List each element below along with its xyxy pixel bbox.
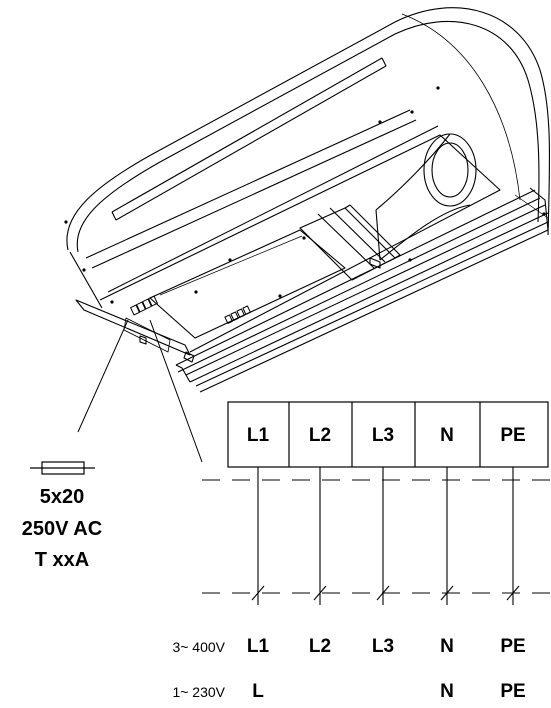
terminal-label-n: N [440,425,454,446]
terminal-block-icon [130,295,158,316]
conductor-label: N [440,636,454,657]
conductor-label: N [440,681,454,702]
terminal-label-l3: L3 [372,425,394,446]
terminal-label-pe: PE [500,425,525,446]
conductor-label: L [252,681,264,702]
fuse-icon [30,461,95,475]
fuse-type-label: T xxA [35,549,89,571]
conductor-label: L2 [309,636,331,657]
conductor-label: PE [500,681,525,702]
supply-option-1phase: 1~ 230V L N PE [172,681,525,702]
terminal-leader-line [149,319,203,463]
fuse-size-label: 5x20 [40,486,85,508]
conductor-label: L1 [247,636,270,657]
fuse-rating-label: 250V AC [22,518,102,540]
voltage-label-1phase: 1~ 230V [172,684,225,700]
voltage-label-3phase: 3~ 400V [172,639,225,655]
conductor-label: L3 [372,636,394,657]
terminal-block: L1 L2 L3 N PE [227,401,549,468]
conductor-label: PE [500,636,525,657]
screw-dots [64,86,546,304]
fuse-leader-line [77,319,129,433]
supply-wires [251,467,520,605]
air-curtain-unit-drawing [66,7,551,393]
terminal-label-l1: L1 [247,425,270,446]
terminal-label-l2: L2 [309,425,331,446]
supply-option-3phase: 3~ 400V L1 L2 L3 N PE [172,636,525,657]
